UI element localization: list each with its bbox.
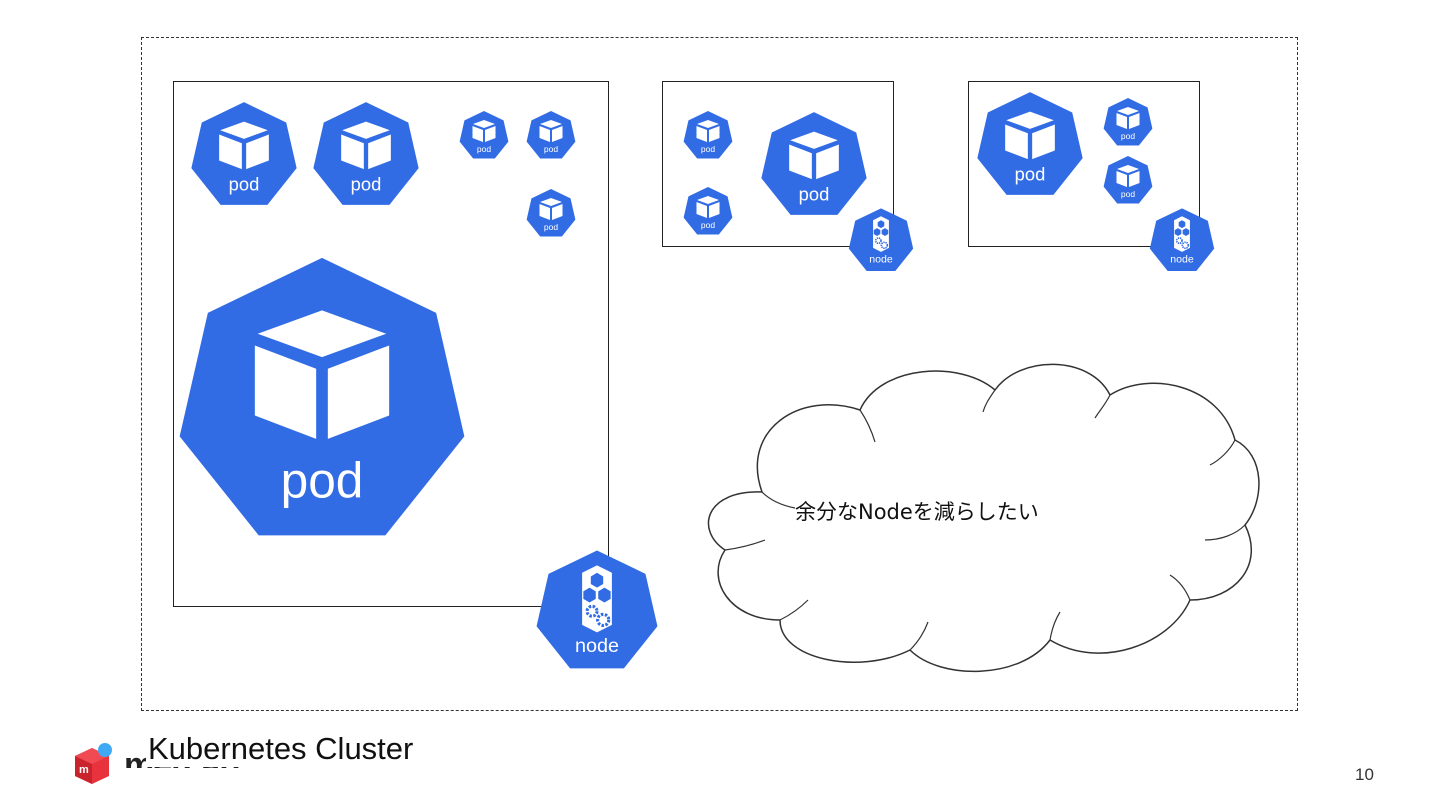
node-box-3 xyxy=(968,81,1200,247)
cube-icon xyxy=(789,131,839,180)
pod-icon: pod xyxy=(683,186,733,236)
node-gear-icon xyxy=(873,216,889,252)
cloud-text: 余分なNodeを減らしたい xyxy=(795,500,1039,524)
cube-icon xyxy=(1116,107,1140,129)
pod-label: pod xyxy=(477,144,491,154)
node-label: node xyxy=(1170,253,1194,265)
cloud-shape xyxy=(707,363,1260,673)
pod-heptagon xyxy=(1103,98,1153,146)
pod-label: pod xyxy=(1121,131,1135,141)
pod-label: pod xyxy=(351,174,382,195)
cube-icon xyxy=(539,120,563,142)
node-box-1 xyxy=(173,81,609,607)
mercari-box-icon: m xyxy=(75,743,112,784)
cluster-boundary xyxy=(141,37,1298,711)
node-gear-icon xyxy=(582,565,612,633)
cube-icon xyxy=(696,196,720,218)
pod-label: pod xyxy=(701,144,715,154)
cube-icon xyxy=(539,198,563,220)
pod-heptagon xyxy=(977,92,1083,195)
cube-icon xyxy=(472,120,496,142)
cube-icon xyxy=(1116,165,1140,187)
pod-label: pod xyxy=(281,452,364,508)
cube-icon xyxy=(341,121,391,170)
pod-icon: pod xyxy=(526,110,576,160)
pod-icon-large: pod xyxy=(176,252,468,544)
node-icon: node xyxy=(848,207,914,273)
pod-icon: pod xyxy=(683,110,733,160)
node-icon: node xyxy=(1149,207,1215,273)
pod-icon: pod xyxy=(459,110,509,160)
cube-icon xyxy=(696,120,720,142)
pod-heptagon xyxy=(526,111,576,159)
pod-heptagon xyxy=(191,102,297,205)
pod-heptagon xyxy=(683,111,733,159)
page-number: 10 xyxy=(1355,765,1374,784)
pod-icon: pod xyxy=(976,90,1084,198)
pod-label: pod xyxy=(799,184,830,205)
pod-heptagon xyxy=(313,102,419,205)
svg-text:m: m xyxy=(79,764,89,776)
pod-icon: pod xyxy=(526,188,576,238)
node-box-2 xyxy=(662,81,894,247)
cube-icon xyxy=(219,121,269,170)
pod-heptagon xyxy=(526,189,576,237)
pod-icon: pod xyxy=(190,100,298,208)
pod-label: pod xyxy=(544,222,558,232)
node-label: node xyxy=(575,635,619,657)
node-label: node xyxy=(869,253,893,265)
pod-label: pod xyxy=(701,220,715,230)
node-gear-icon xyxy=(1174,216,1190,252)
cluster-caption: Kubernetes Cluster xyxy=(146,731,416,767)
cube-icon xyxy=(1005,111,1055,160)
pod-label: pod xyxy=(1121,189,1135,199)
pod-label: pod xyxy=(1015,164,1046,185)
pod-heptagon xyxy=(683,187,733,235)
pod-label: pod xyxy=(229,174,260,195)
pod-icon: pod xyxy=(1103,155,1153,205)
pod-heptagon xyxy=(1103,156,1153,204)
node-icon: node xyxy=(535,548,659,672)
thought-cloud: 余分なNodeを減らしたい xyxy=(700,350,1262,680)
pod-heptagon xyxy=(459,111,509,159)
pod-label: pod xyxy=(544,144,558,154)
pod-icon: pod xyxy=(760,110,868,218)
pod-icon: pod xyxy=(1103,97,1153,147)
pod-heptagon xyxy=(761,112,867,215)
cube-icon xyxy=(254,310,390,439)
pod-icon: pod xyxy=(312,100,420,208)
pod-heptagon xyxy=(179,257,465,536)
